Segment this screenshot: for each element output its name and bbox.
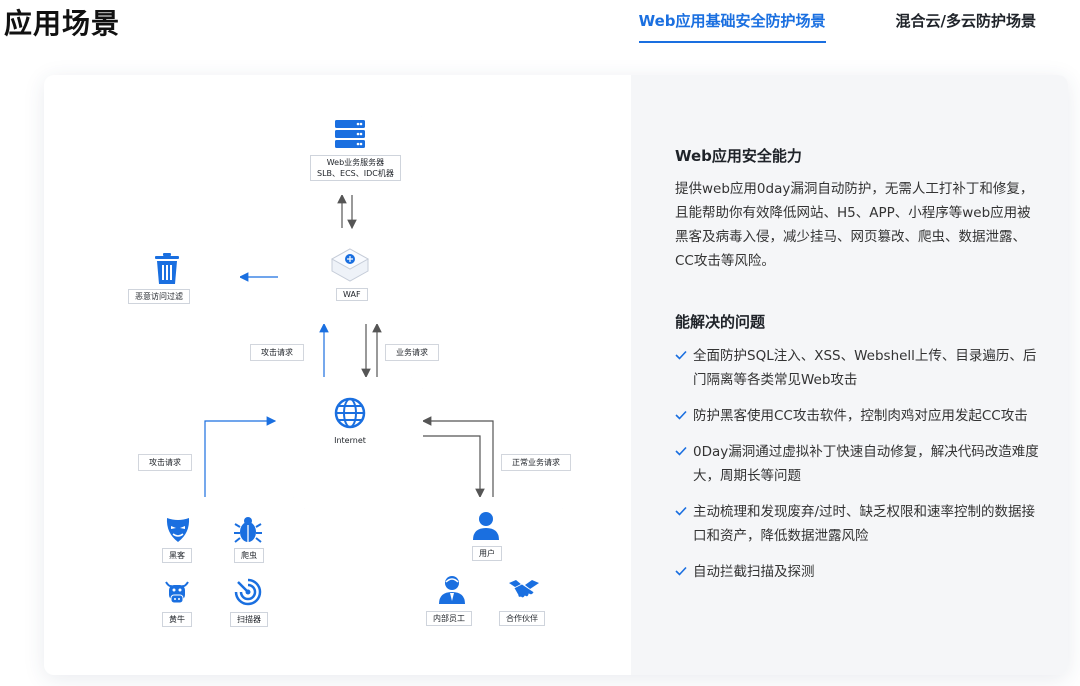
- edge-attack-request-upper: 攻击请求: [250, 344, 304, 361]
- malicious-filter-label: 恶意访问过滤: [128, 289, 190, 304]
- scenario-tabs: Web应用基础安全防护场景 混合云/多云防护场景: [638, 10, 1036, 43]
- waf-icon: [330, 248, 370, 282]
- problem-text: 防护黑客使用CC攻击软件，控制肉鸡对应用发起CC攻击: [693, 408, 1028, 424]
- edge-business-request: 业务请求: [385, 344, 439, 361]
- problem-text: 全面防护SQL注入、XSS、Webshell上传、目录遍历、后门隔离等各类常见W…: [693, 348, 1037, 388]
- scanner-label: 扫描器: [230, 612, 268, 627]
- problems-list: 全面防护SQL注入、XSS、Webshell上传、目录遍历、后门隔离等各类常见W…: [675, 344, 1045, 596]
- waf-label: WAF: [336, 288, 368, 301]
- scenario-card: Web业务服务器 SLB、ECS、IDC机器 恶意访问过滤 WAF: [44, 75, 1068, 675]
- architecture-diagram: Web业务服务器 SLB、ECS、IDC机器 恶意访问过滤 WAF: [44, 75, 631, 675]
- page-title: 应用场景: [4, 7, 121, 40]
- globe-icon: [334, 397, 366, 429]
- capability-title: Web应用安全能力: [675, 147, 802, 165]
- list-item: 防护黑客使用CC攻击软件，控制肉鸡对应用发起CC攻击: [675, 404, 1045, 428]
- crawler-bug-icon: [234, 517, 262, 543]
- list-item: 全面防护SQL注入、XSS、Webshell上传、目录遍历、后门隔离等各类常见W…: [675, 344, 1045, 392]
- problems-title: 能解决的问题: [675, 313, 766, 331]
- server-icon: [335, 120, 365, 148]
- hacker-label: 黑客: [162, 548, 192, 563]
- check-icon: [675, 350, 687, 360]
- internet-node: [278, 377, 423, 469]
- edge-attack-request-lower: 攻击请求: [138, 454, 192, 471]
- problem-text: 主动梳理和发现废弃/过时、缺乏权限和速率控制的数据接口和资产，降低数据泄露风险: [693, 504, 1036, 544]
- problem-text: 自动拦截扫描及探测: [693, 564, 815, 580]
- web-server-label: Web业务服务器 SLB、ECS、IDC机器: [310, 155, 401, 181]
- trash-icon: [155, 253, 179, 284]
- check-icon: [675, 506, 687, 516]
- tab-web-basic-protection[interactable]: Web应用基础安全防护场景: [638, 10, 826, 43]
- scalper-cow-icon: [165, 581, 189, 604]
- capability-description: 提供web应用0day漏洞自动防护，无需人工打补丁和修复，且能帮助你有效降低网站…: [675, 181, 1034, 269]
- check-icon: [675, 566, 687, 576]
- crawler-label: 爬虫: [234, 548, 264, 563]
- arrow-internet-to-users: [423, 435, 485, 499]
- list-item: 主动梳理和发现废弃/过时、缺乏权限和速率控制的数据接口和资产，降低数据泄露风险: [675, 500, 1045, 548]
- scanner-icon: [234, 578, 262, 606]
- problem-text: 0Day漏洞通过虚拟补丁快速自动修复，解决代码改造难度大，周期长等问题: [693, 444, 1039, 484]
- arrow-attackers-to-internet: [204, 416, 277, 497]
- user-icon: [473, 512, 499, 540]
- capability-panel: Web应用安全能力 提供web应用0day漏洞自动防护，无需人工打补丁和修复，且…: [631, 75, 1068, 675]
- internet-label: Internet: [334, 436, 366, 445]
- list-item: 0Day漏洞通过虚拟补丁快速自动修复，解决代码改造难度大，周期长等问题: [675, 440, 1045, 488]
- check-icon: [675, 446, 687, 456]
- list-item: 自动拦截扫描及探测: [675, 560, 1045, 584]
- arrow-users-to-internet: [421, 416, 494, 497]
- hacker-mask-icon: [166, 518, 190, 542]
- tab-hybrid-cloud-protection[interactable]: 混合云/多云防护场景: [895, 12, 1036, 30]
- user-label: 用户: [472, 546, 502, 561]
- web-server-label-line1: Web业务服务器: [326, 158, 385, 167]
- diagram-connectors: [204, 193, 494, 499]
- staff-label: 内部员工: [426, 611, 472, 626]
- scalper-label: 黄牛: [162, 612, 192, 627]
- staff-icon: [439, 576, 465, 604]
- check-icon: [675, 410, 687, 420]
- web-server-label-line2: SLB、ECS、IDC机器: [317, 169, 394, 178]
- handshake-icon: [509, 580, 539, 599]
- edge-normal-request: 正常业务请求: [501, 454, 571, 471]
- partner-label: 合作伙伴: [499, 611, 545, 626]
